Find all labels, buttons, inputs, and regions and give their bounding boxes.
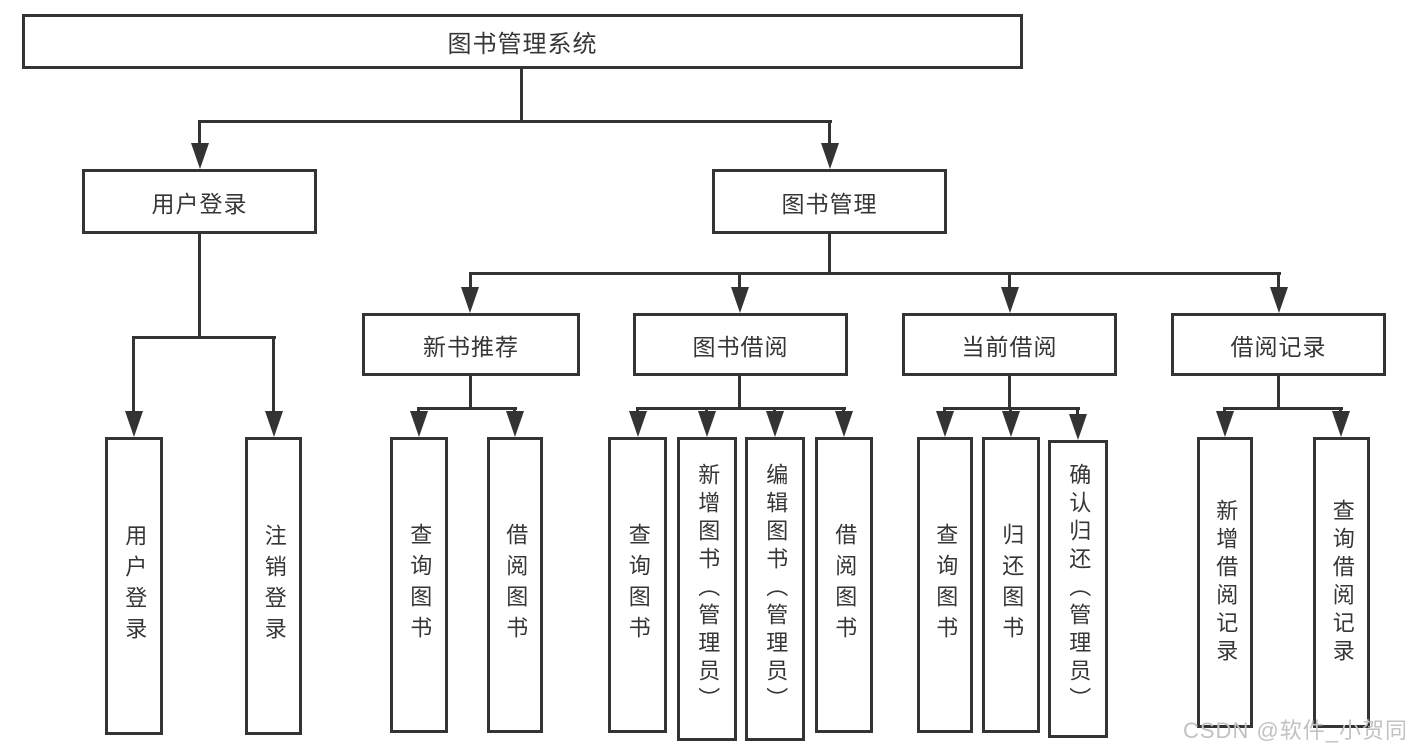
node-root: 图书管理系统 <box>22 14 1023 69</box>
node-nr-borrow: 借阅图书 <box>487 437 543 733</box>
node-ul-logout-label: 注销登录 <box>261 524 287 648</box>
node-ul-login-label: 用户登录 <box>122 524 148 648</box>
connector-to-ul-logout <box>272 336 275 416</box>
arrowhead <box>125 411 143 437</box>
connector-to-borrow-record <box>1277 272 1280 292</box>
connector-book-mgmt-stem <box>828 234 831 274</box>
node-borrow-record: 借阅记录 <box>1171 313 1386 376</box>
node-user-login-label: 用户登录 <box>151 190 248 217</box>
arrowhead <box>1002 411 1020 437</box>
connector-borrow-record-splitter <box>1223 407 1343 410</box>
node-bb-add: 新增图书（管理员） <box>677 437 737 741</box>
node-bb-borrow: 借阅图书 <box>815 437 873 733</box>
node-br-add: 新增借阅记录 <box>1197 437 1253 728</box>
node-br-query: 查询借阅记录 <box>1313 437 1370 728</box>
node-bb-borrow-label: 借阅图书 <box>832 523 858 647</box>
node-current-borrow: 当前借阅 <box>902 313 1117 376</box>
arrowhead <box>461 287 479 313</box>
node-nr-query: 查询图书 <box>390 437 448 733</box>
connector-book-borrow-splitter <box>636 407 846 410</box>
arrowhead <box>629 411 647 437</box>
connector-new-book-rec-splitter <box>417 407 517 410</box>
connector-to-new-book-rec <box>469 272 472 292</box>
node-book-borrow: 图书借阅 <box>633 313 848 376</box>
node-cb-query: 查询图书 <box>917 437 973 733</box>
arrowhead <box>1332 411 1350 437</box>
node-new-book-rec-label: 新书推荐 <box>423 333 519 360</box>
node-cb-return-label: 归还图书 <box>999 523 1025 647</box>
connector-borrow-record-stem <box>1277 376 1280 410</box>
connector-level2-splitter <box>469 272 1281 275</box>
connector-current-borrow-stem <box>1008 376 1011 410</box>
connector-to-ul-login <box>132 336 135 416</box>
node-book-borrow-label: 图书借阅 <box>692 333 789 360</box>
node-br-query-label: 查询借阅记录 <box>1329 498 1355 667</box>
arrowhead <box>1270 287 1288 313</box>
arrowhead <box>265 411 283 437</box>
node-new-book-rec: 新书推荐 <box>362 313 580 376</box>
arrowhead <box>766 411 784 437</box>
node-bb-query-label: 查询图书 <box>625 523 651 647</box>
node-bb-edit: 编辑图书（管理员） <box>745 437 805 741</box>
arrowhead <box>936 411 954 437</box>
csdn-watermark: CSDN @软件_小贺同学 <box>1183 718 1405 743</box>
node-bb-query: 查询图书 <box>608 437 667 733</box>
node-cb-return: 归还图书 <box>982 437 1040 733</box>
arrowhead <box>1216 411 1234 437</box>
arrowhead <box>191 143 209 169</box>
arrowhead <box>821 143 839 169</box>
connector-level1-splitter <box>199 120 832 123</box>
node-cb-query-label: 查询图书 <box>933 523 959 647</box>
connector-to-book-borrow <box>738 272 741 292</box>
connector-root-stem <box>520 69 523 123</box>
node-current-borrow-label: 当前借阅 <box>961 333 1058 360</box>
node-borrow-record-label: 借阅记录 <box>1230 333 1327 360</box>
connector-new-book-rec-stem <box>469 376 472 410</box>
connector-to-book-mgmt <box>828 120 831 152</box>
arrowhead <box>731 287 749 313</box>
node-cb-confirm-label: 确认归还（管理员） <box>1066 463 1092 715</box>
node-nr-query-label: 查询图书 <box>407 523 433 647</box>
arrowhead <box>410 411 428 437</box>
arrowhead <box>1001 287 1019 313</box>
arrowhead <box>698 411 716 437</box>
node-br-add-label: 新增借阅记录 <box>1213 498 1239 667</box>
node-book-mgmt: 图书管理 <box>712 169 947 234</box>
node-ul-login: 用户登录 <box>105 437 163 735</box>
node-ul-logout: 注销登录 <box>245 437 302 735</box>
connector-to-user-login <box>198 120 201 152</box>
connector-to-current-borrow <box>1008 272 1011 292</box>
connector-to-cb-confirm <box>1076 407 1079 419</box>
connector-book-borrow-stem <box>738 376 741 410</box>
arrowhead <box>1069 414 1087 440</box>
arrowhead <box>835 411 853 437</box>
node-bb-add-label: 新增图书（管理员） <box>695 463 721 715</box>
connector-user-login-splitter <box>133 336 276 339</box>
node-root-label: 图书管理系统 <box>447 31 598 58</box>
node-cb-confirm: 确认归还（管理员） <box>1048 440 1108 738</box>
node-nr-borrow-label: 借阅图书 <box>503 523 529 647</box>
node-user-login: 用户登录 <box>82 169 317 234</box>
node-book-mgmt-label: 图书管理 <box>781 190 878 217</box>
arrowhead <box>506 411 524 437</box>
connector-user-login-stem <box>198 234 201 339</box>
node-bb-edit-label: 编辑图书（管理员） <box>763 463 789 715</box>
